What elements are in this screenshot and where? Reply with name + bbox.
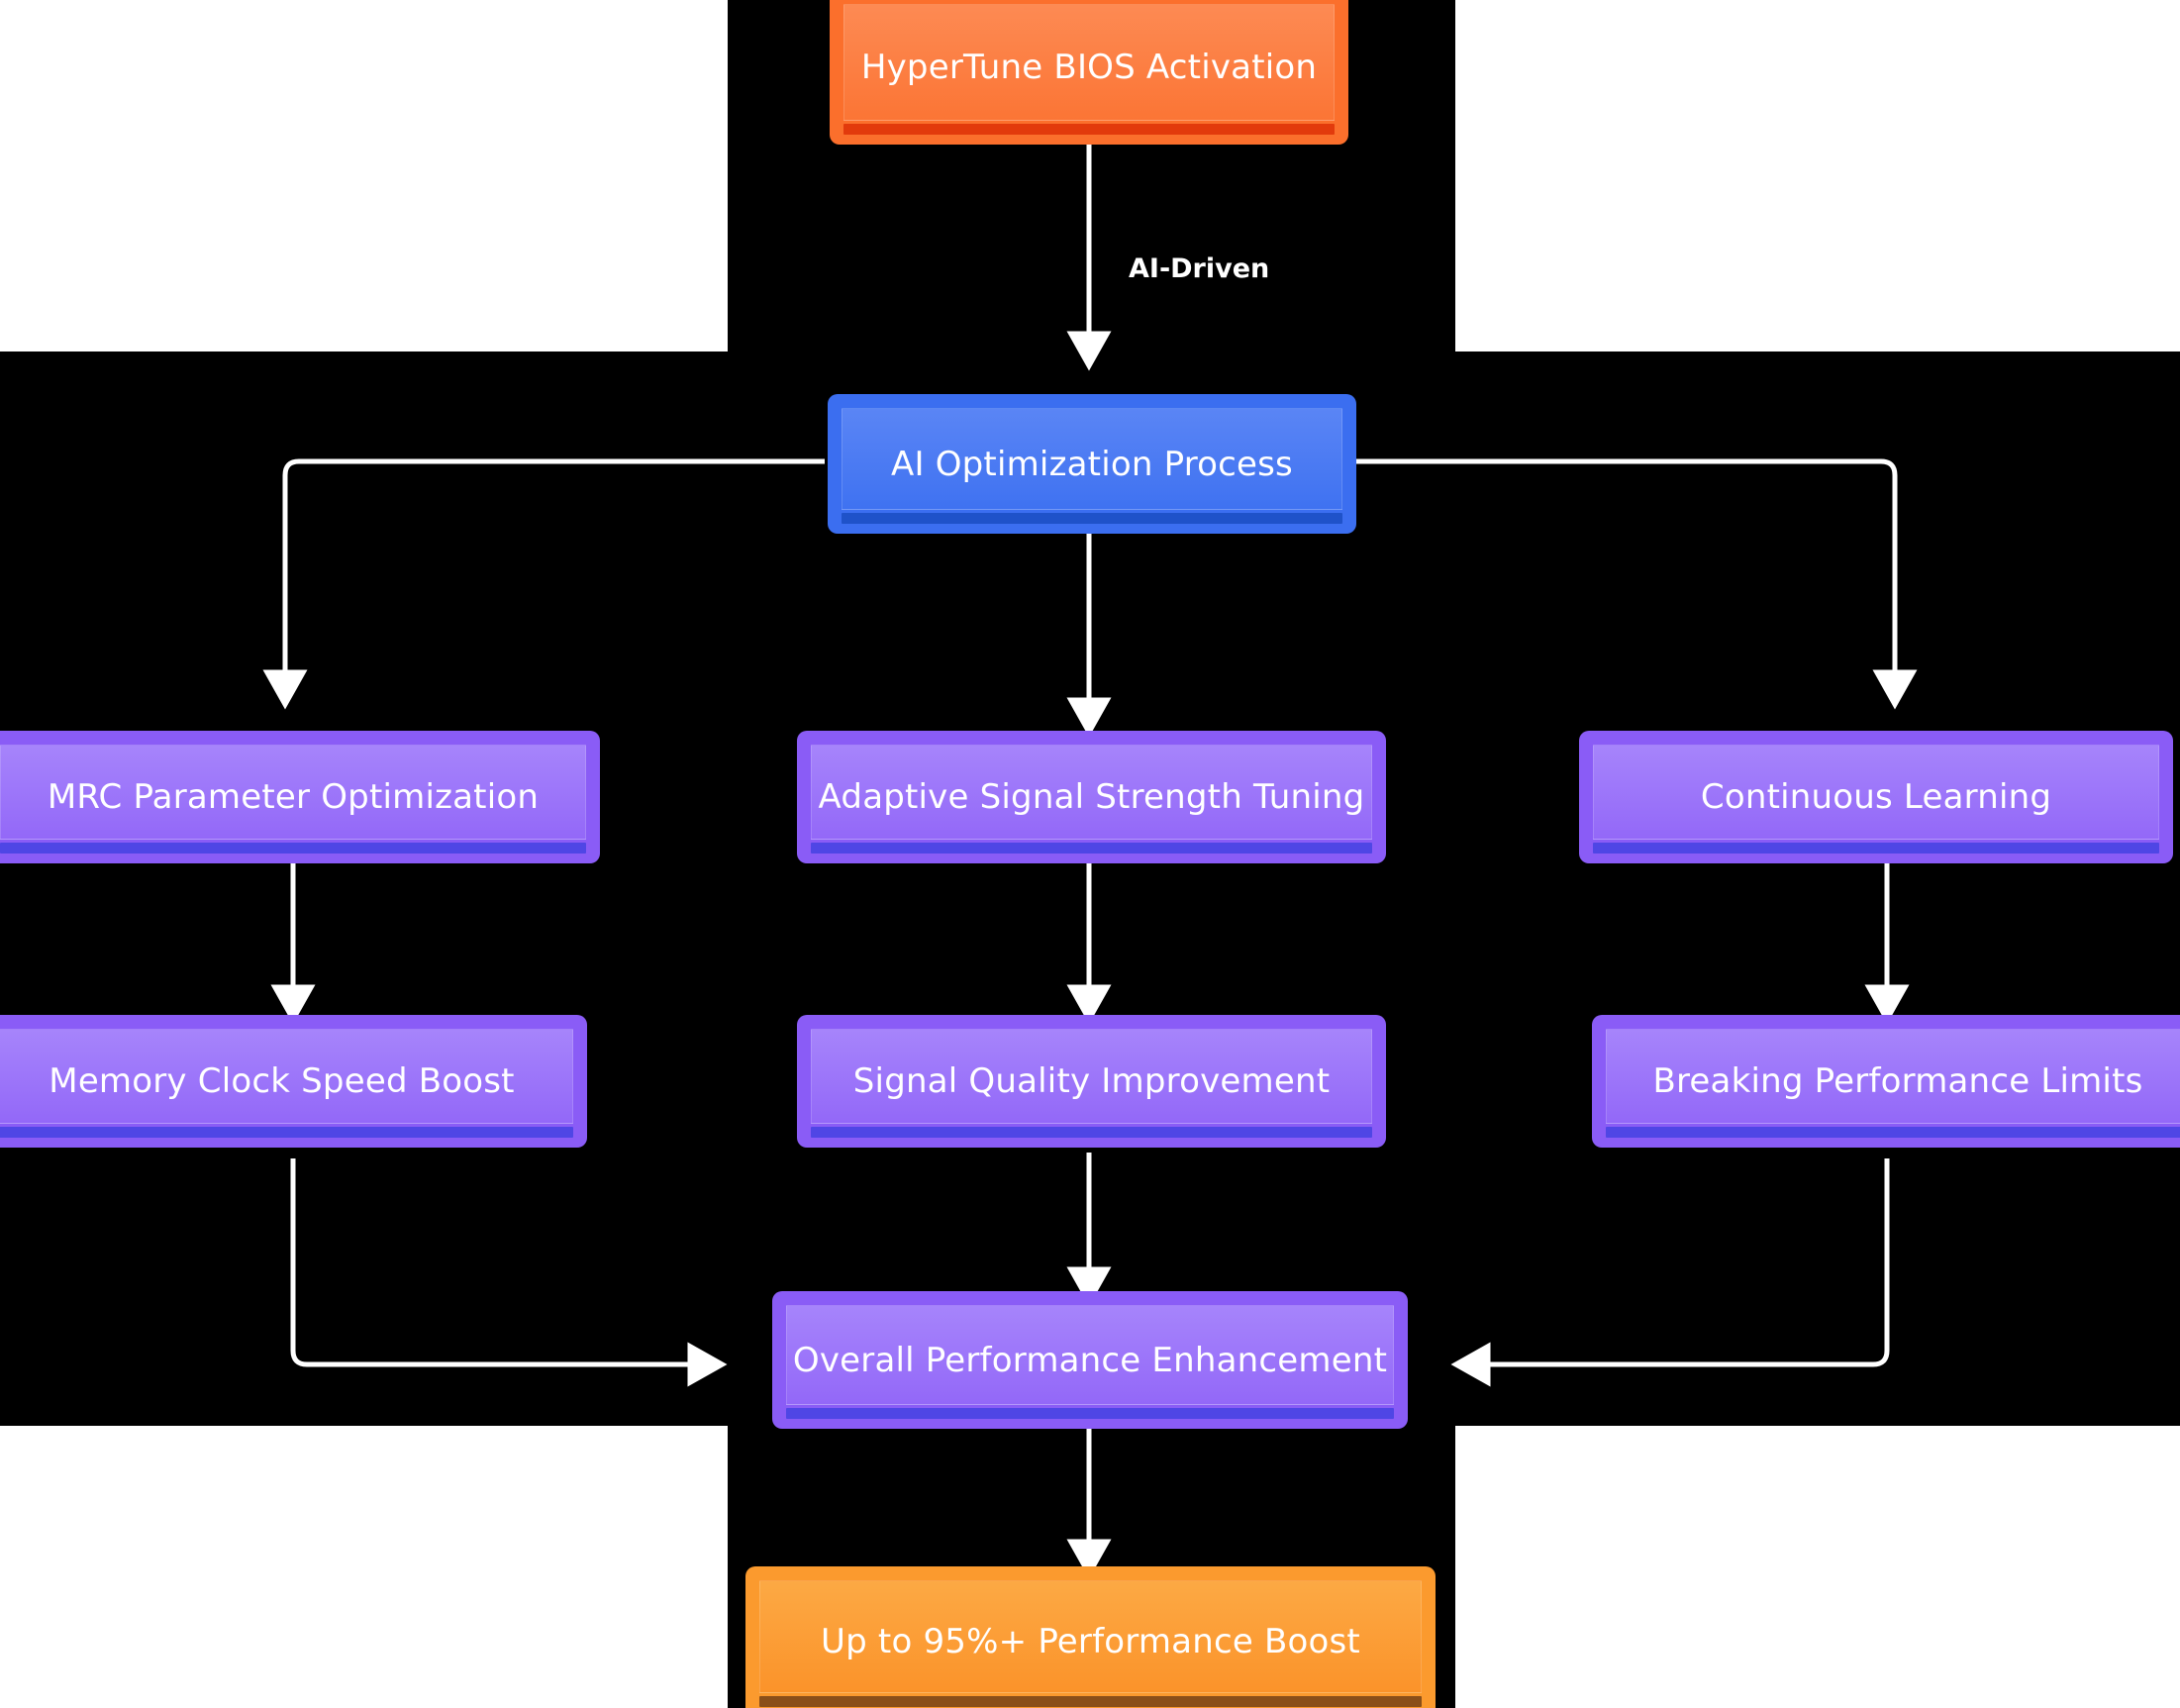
node-accent-bar: [1593, 843, 2159, 854]
node-label: Up to 95%+ Performance Boost: [821, 1622, 1360, 1661]
node-label: HyperTune BIOS Activation: [860, 48, 1318, 87]
node-adaptive-signal-strength-tuning[interactable]: Adaptive Signal Strength Tuning: [797, 731, 1386, 863]
node-inner-panel: [0, 1029, 573, 1124]
node-inner-panel: [0, 745, 586, 840]
node-accent-bar: [759, 1696, 1422, 1707]
node-hypertune[interactable]: HyperTune BIOS Activation: [830, 0, 1348, 145]
node-memory-clock-speed-boost[interactable]: Memory Clock Speed Boost: [0, 1015, 587, 1148]
edge-label-ai-driven: AI-Driven: [1129, 253, 1270, 284]
node-accent-bar: [811, 843, 1372, 854]
node-label: AI Optimization Process: [891, 444, 1293, 484]
node-accent-bar: [786, 1408, 1394, 1419]
node-label: Breaking Performance Limits: [1652, 1061, 2143, 1101]
node-label: MRC Parameter Optimization: [47, 777, 540, 817]
node-inner-panel: [786, 1305, 1394, 1405]
node-mrc-parameter-optimization[interactable]: MRC Parameter Optimization: [0, 731, 600, 863]
node-label: Continuous Learning: [1700, 777, 2052, 817]
node-inner-panel: [759, 1580, 1422, 1693]
node-accent-bar: [0, 843, 586, 854]
node-label: Overall Performance Enhancement: [792, 1340, 1388, 1380]
node-inner-panel: [843, 4, 1335, 121]
node-signal-quality-improvement[interactable]: Signal Quality Improvement: [797, 1015, 1386, 1148]
node-accent-bar: [842, 513, 1342, 524]
node-inner-panel: [1593, 745, 2159, 840]
node-accent-bar: [811, 1127, 1372, 1138]
node-label: Memory Clock Speed Boost: [49, 1061, 515, 1101]
node-accent-bar: [1606, 1127, 2180, 1138]
node-ai-process[interactable]: AI Optimization Process: [828, 394, 1356, 534]
node-continuous-learning[interactable]: Continuous Learning: [1579, 731, 2173, 863]
node-overall-performance-enhancement[interactable]: Overall Performance Enhancement: [772, 1291, 1408, 1429]
node-label: Adaptive Signal Strength Tuning: [818, 777, 1365, 817]
node-inner-panel: [811, 745, 1372, 840]
node-inner-panel: [1606, 1029, 2180, 1124]
node-label: Signal Quality Improvement: [852, 1061, 1331, 1101]
node-accent-bar: [0, 1127, 573, 1138]
node-accent-bar: [843, 124, 1335, 135]
node-performance-boost[interactable]: Up to 95%+ Performance Boost: [745, 1566, 1436, 1708]
node-inner-panel: [842, 408, 1342, 510]
node-inner-panel: [811, 1029, 1372, 1124]
node-breaking-performance-limits[interactable]: Breaking Performance Limits: [1592, 1015, 2180, 1148]
